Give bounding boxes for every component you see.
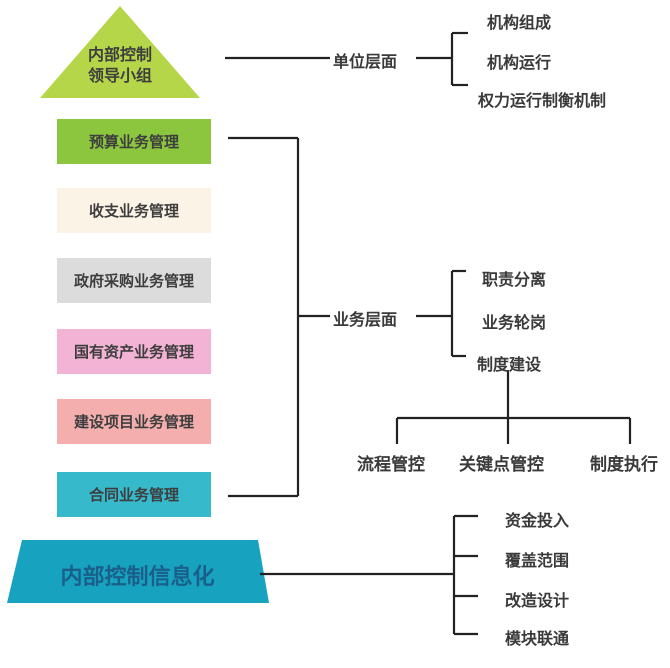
info-item-3: 改造设计 bbox=[505, 591, 570, 610]
unit-level-label: 单位层面 bbox=[333, 52, 398, 71]
module-state-assets: 国有资产业务管理 bbox=[57, 329, 211, 374]
system-item-2: 关键点管控 bbox=[459, 455, 544, 475]
info-item-1: 资金投入 bbox=[505, 511, 570, 530]
module-budget: 预算业务管理 bbox=[57, 119, 211, 164]
system-item-1: 流程管控 bbox=[357, 455, 425, 475]
unit-item-3: 权力运行制衡机制 bbox=[478, 91, 607, 110]
module-construction: 建设项目业务管理 bbox=[57, 399, 211, 444]
unit-item-2: 机构运行 bbox=[487, 53, 552, 72]
leadership-triangle bbox=[40, 6, 200, 98]
info-item-4: 模块联通 bbox=[505, 629, 570, 648]
system-item-3: 制度执行 bbox=[590, 455, 658, 475]
business-level-label: 业务层面 bbox=[333, 310, 398, 329]
module-procurement: 政府采购业务管理 bbox=[57, 258, 211, 303]
informatization-label: 内部控制信息化 bbox=[60, 565, 215, 590]
leadership-line2: 领导小组 bbox=[87, 66, 152, 85]
business-item-3: 制度建设 bbox=[477, 355, 542, 374]
unit-item-1: 机构组成 bbox=[487, 13, 552, 32]
informatization-trapezoid bbox=[7, 540, 269, 603]
module-contract: 合同业务管理 bbox=[57, 472, 211, 517]
leadership-label: 内部控制 领导小组 bbox=[70, 44, 170, 86]
business-item-1: 职责分离 bbox=[482, 270, 547, 289]
module-revenue-expense: 收支业务管理 bbox=[57, 188, 211, 233]
business-item-2: 业务轮岗 bbox=[482, 313, 547, 332]
info-item-2: 覆盖范围 bbox=[505, 551, 570, 570]
leadership-line1: 内部控制 bbox=[87, 45, 152, 64]
